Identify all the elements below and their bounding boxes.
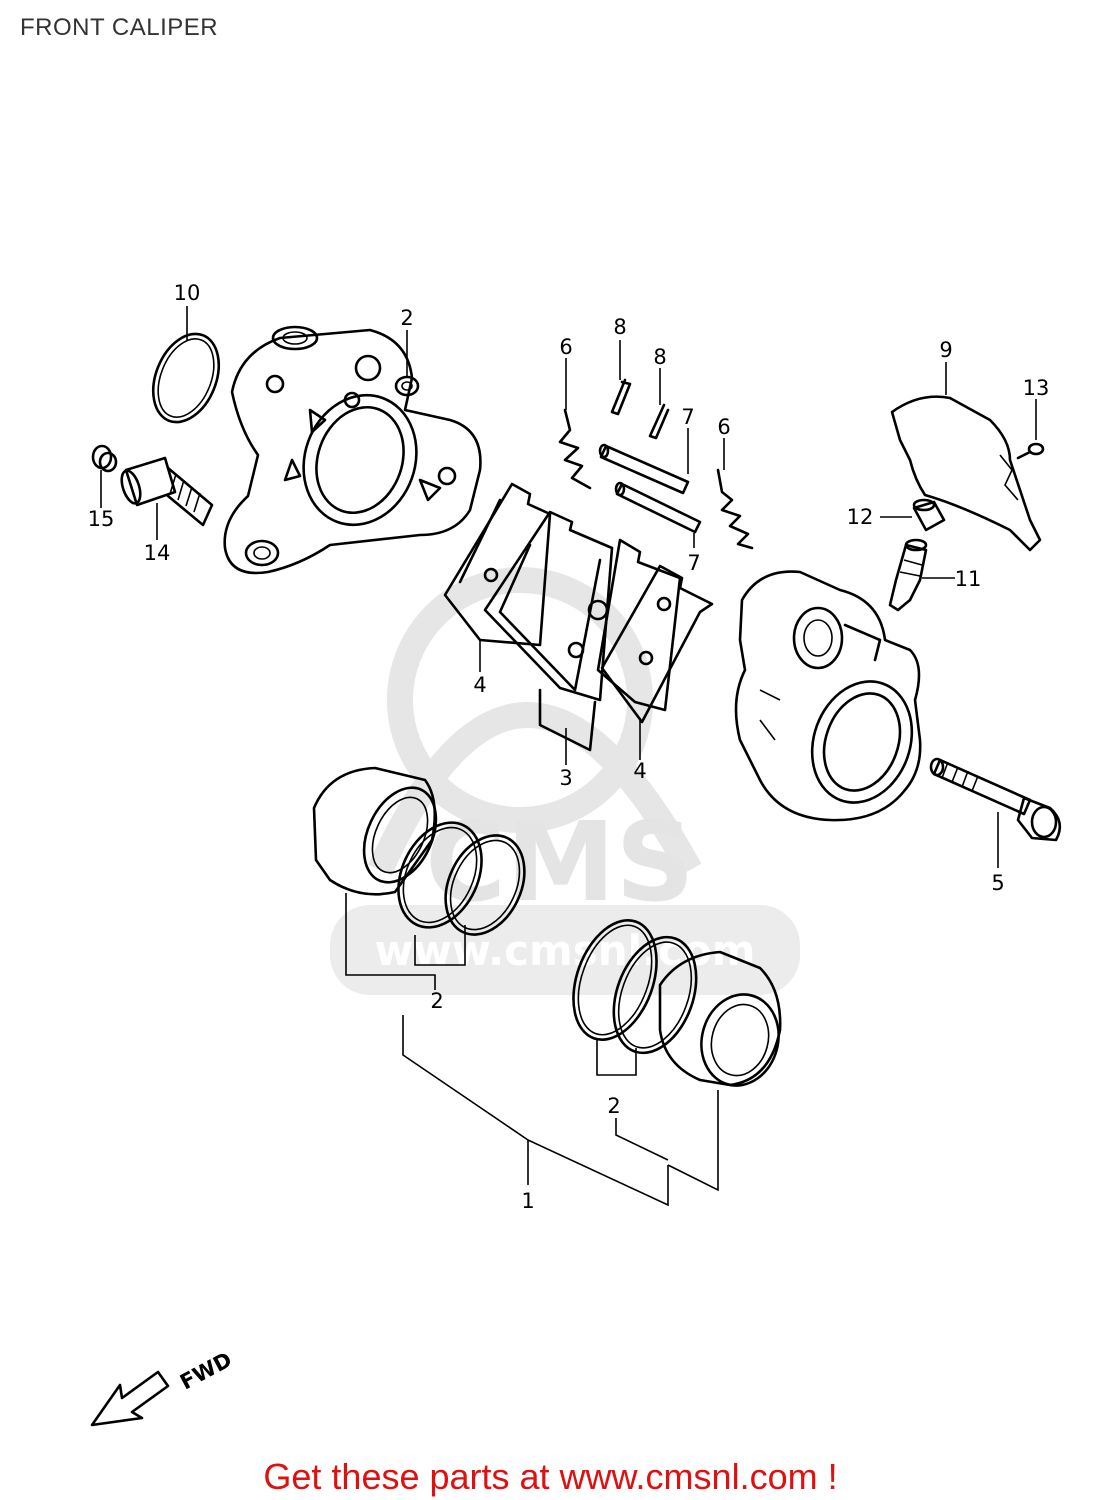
seal-right-2-part xyxy=(612,935,698,1055)
callout-4-right: 4 xyxy=(633,759,646,783)
callout-14: 14 xyxy=(144,541,171,565)
seal-left-part xyxy=(397,821,483,929)
callout-8-a: 8 xyxy=(613,315,626,339)
callout-1: 1 xyxy=(521,1189,534,1213)
brake-pad-outer-part xyxy=(596,538,714,724)
mounting-bolt-part xyxy=(929,757,1062,842)
fwd-label: FWD xyxy=(176,1347,236,1394)
callout-6-left: 6 xyxy=(559,335,572,359)
brake-pad-inner-part xyxy=(443,482,552,647)
callout-2-left: 2 xyxy=(430,989,443,1013)
bolt-cap-part xyxy=(91,444,118,473)
caliper-cover-part xyxy=(890,395,1042,552)
cover-screw-part xyxy=(1016,442,1045,460)
leader-lines xyxy=(100,306,1037,1207)
caliper-half-outer xyxy=(223,325,482,575)
piston-right-part xyxy=(658,950,782,1087)
watermark-band xyxy=(330,905,800,995)
pin-clip-b-part xyxy=(648,403,670,440)
callout-5: 5 xyxy=(991,871,1004,895)
fwd-arrow-icon xyxy=(90,1370,170,1427)
callout-7-lower: 7 xyxy=(687,551,700,575)
callout-9: 9 xyxy=(939,338,952,362)
pad-spring-right-part xyxy=(716,468,754,550)
pad-pin-upper-part xyxy=(598,443,690,495)
watermark-site: www.cmsnl.com xyxy=(374,926,755,975)
callout-6-right: 6 xyxy=(717,415,730,439)
bleeder-valve-part xyxy=(888,538,928,612)
callout-3: 3 xyxy=(559,766,572,790)
callout-8-b: 8 xyxy=(653,345,666,369)
watermark-brand: CMS xyxy=(425,798,694,926)
callout-2-upper: 2 xyxy=(400,306,413,330)
callout-13: 13 xyxy=(1023,376,1050,400)
callout-10: 10 xyxy=(174,281,201,305)
seal-right-part xyxy=(572,919,658,1041)
caliper-bolt-part xyxy=(120,456,214,527)
callout-15: 15 xyxy=(88,507,115,531)
callout-4-left: 4 xyxy=(473,673,486,697)
bleeder-cap-part xyxy=(912,498,946,532)
callout-7-upper: 7 xyxy=(681,405,694,429)
o-ring-part xyxy=(151,332,221,424)
callout-12: 12 xyxy=(847,505,874,529)
page-title: FRONT CALIPER xyxy=(20,14,219,41)
pin-clip-a-part xyxy=(610,378,632,416)
watermark: CMS www.cmsnl.com xyxy=(330,567,800,995)
callout-11: 11 xyxy=(955,567,982,591)
pad-spring-left-part xyxy=(558,408,592,490)
watermark-logo xyxy=(368,567,702,877)
caliper-half-inner xyxy=(734,570,922,822)
callout-labels: 10 2 6 8 8 7 6 7 9 13 12 11 15 14 4 3 4 … xyxy=(88,281,1050,1213)
piston-left-part xyxy=(312,766,438,896)
callout-2-right: 2 xyxy=(607,1094,620,1118)
pad-pin-lower-part xyxy=(614,481,702,534)
footer-cta-link[interactable]: Get these parts at www.cmsnl.com ! xyxy=(263,1456,838,1497)
fwd-direction-marker: FWD xyxy=(90,1347,236,1427)
